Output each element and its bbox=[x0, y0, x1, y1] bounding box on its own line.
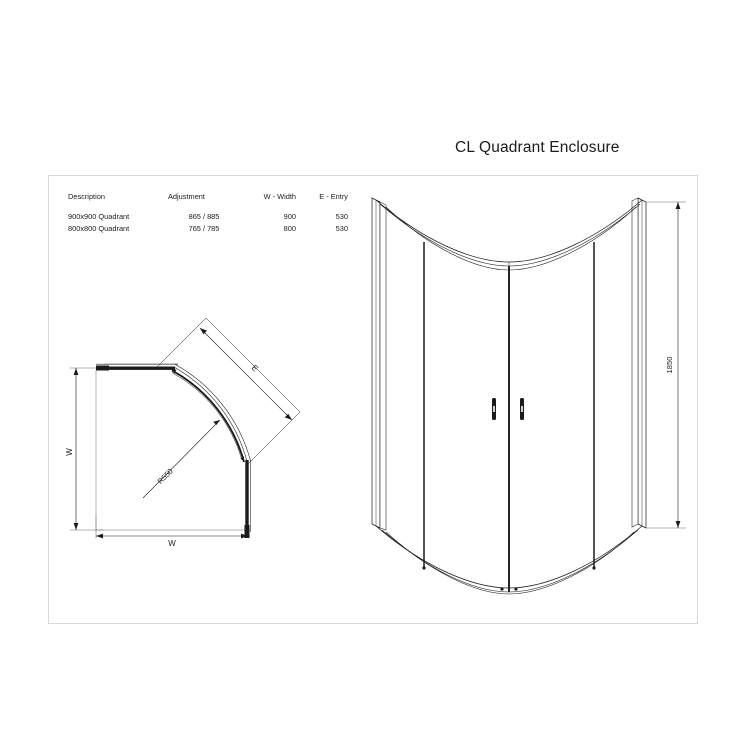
table-header-entry: E - Entry bbox=[319, 192, 348, 201]
plan-entry-dimension-box bbox=[153, 317, 301, 465]
iso-post-left bbox=[371, 197, 387, 531]
specification-table: Description Adjustment W - Width E - Ent… bbox=[68, 192, 348, 235]
cell-adjustment: 865 / 885 bbox=[188, 212, 220, 221]
table-header-adjustment: Adjustment bbox=[168, 192, 205, 201]
table-row: 800x800 Quadrant 765 / 785 800 530 bbox=[68, 224, 348, 236]
cell-description: 800x800 Quadrant bbox=[68, 223, 130, 233]
cell-description: 900x900 Quadrant bbox=[68, 212, 130, 221]
cell-width: 900 bbox=[283, 212, 296, 221]
iso-top-rail bbox=[375, 199, 643, 271]
table-header-row: Description Adjustment W - Width E - Ent… bbox=[68, 192, 348, 212]
plan-dim-width-vertical: W bbox=[65, 368, 79, 530]
cell-adjustment: 765 / 785 bbox=[188, 223, 220, 233]
cell-width: 800 bbox=[283, 223, 296, 233]
plan-wall-right bbox=[244, 460, 251, 538]
plan-view: W W bbox=[65, 317, 301, 548]
iso-door-handle-right[interactable] bbox=[520, 398, 524, 420]
iso-label-height: 1850 bbox=[665, 357, 674, 374]
plan-extension-lines bbox=[70, 363, 250, 538]
iso-dim-height: 1850 bbox=[646, 201, 686, 529]
iso-door-handle-left[interactable] bbox=[492, 398, 496, 420]
plan-label-width-vertical: W bbox=[65, 448, 74, 456]
plan-door-arcs bbox=[171, 363, 251, 463]
plan-dim-radius: R550 bbox=[142, 419, 221, 499]
isometric-view: 1850 bbox=[371, 197, 686, 595]
table-header-width: W - Width bbox=[263, 192, 296, 201]
iso-post-right bbox=[631, 197, 647, 529]
iso-roller-markers bbox=[422, 566, 596, 591]
cell-entry: 530 bbox=[335, 223, 348, 233]
plan-label-width-horizontal: W bbox=[168, 539, 176, 548]
plan-label-entry: E bbox=[250, 363, 260, 373]
table-row: 900x900 Quadrant 865 / 885 900 530 bbox=[68, 212, 348, 224]
plan-dim-width-horizontal: W bbox=[96, 533, 248, 548]
iso-mullions bbox=[423, 242, 595, 568]
plan-wall-top bbox=[96, 363, 178, 371]
plan-label-radius: R550 bbox=[156, 467, 175, 486]
cell-entry: 530 bbox=[335, 212, 348, 221]
page-title: CL Quadrant Enclosure bbox=[455, 139, 620, 156]
table-header-description: Description bbox=[68, 192, 105, 201]
plan-arc-end-caps bbox=[172, 369, 245, 461]
